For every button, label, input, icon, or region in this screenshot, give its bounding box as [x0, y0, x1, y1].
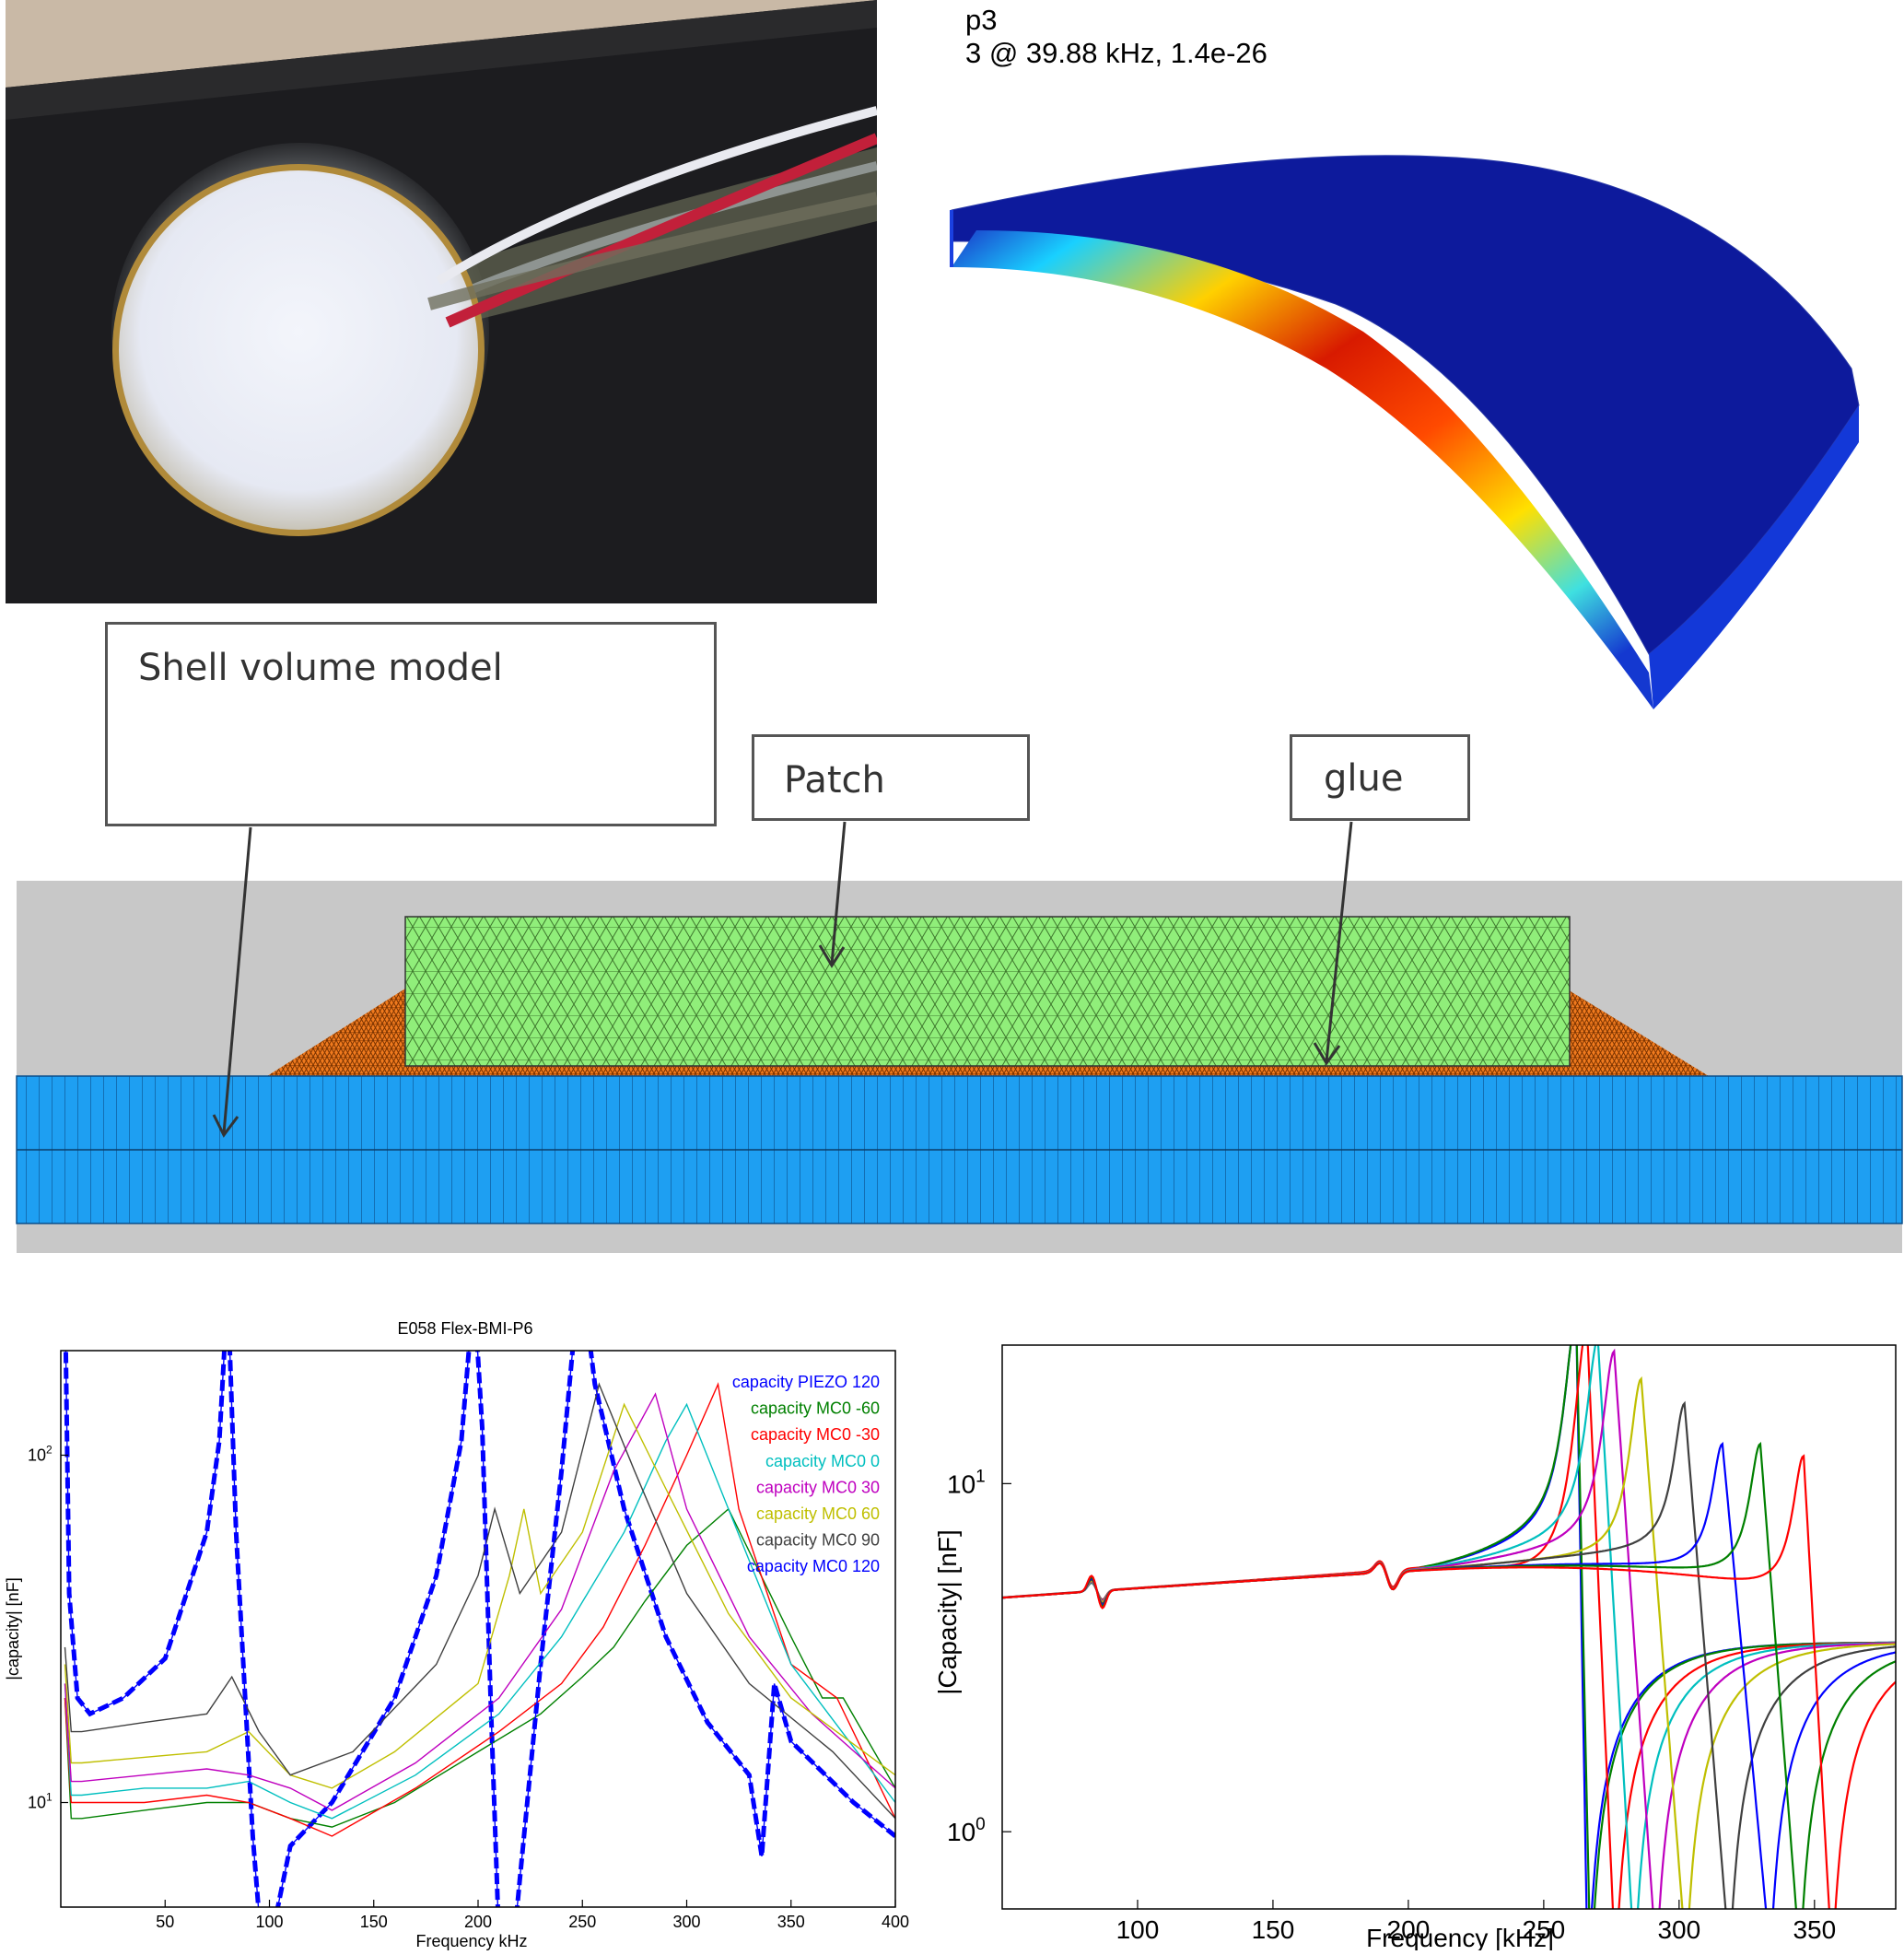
- legend-entry-5: capacity MC0 60: [756, 1504, 880, 1523]
- patch-arrow: [830, 821, 847, 965]
- series-line-left-6: [64, 1382, 895, 1820]
- series-line-left-1: [64, 1507, 895, 1828]
- fem-title-line1: p3: [965, 4, 998, 36]
- chart-left-svg: 50 100 150 200 250 300 350 400 101 102 E058 Flex-…: [4, 1319, 909, 1950]
- photo-drawing: [6, 0, 877, 603]
- cross-section-model: [0, 617, 1904, 1271]
- x-tick-label-left-6: 350: [777, 1913, 805, 1931]
- y-tick-label-right-1: 101: [947, 1467, 986, 1498]
- shell-label-box: [105, 622, 717, 826]
- chart-left-ylabel: |capacity| [nF]: [4, 1577, 22, 1680]
- fem-title-line2: 3 @ 39.88 kHz, 1.4e-26: [965, 37, 1267, 69]
- capacity-chart-right: 100 150 200 250 300 350 100 101 Frequency [kHz]…: [921, 1308, 1904, 1952]
- chart-right-svg: 100 150 200 250 300 350 100 101 Frequency [kHz]…: [933, 1344, 1897, 1952]
- x-tick-label-left-5: 300: [672, 1913, 700, 1931]
- cross-section-drawing: [16, 821, 1903, 1253]
- legend-entry-4: capacity MC0 30: [756, 1478, 880, 1496]
- patch-label: Patch: [784, 759, 885, 802]
- legend-entry-3: capacity MC0 0: [765, 1452, 880, 1470]
- legend-entry-7: capacity MC0 120: [747, 1557, 880, 1575]
- series-line-right-7: [1002, 1442, 1896, 1909]
- chart-right-xlabel: Frequency [kHz]: [1366, 1924, 1554, 1950]
- x-tick-label-right-2: 200: [1387, 1915, 1431, 1944]
- patch-label-box: [752, 734, 1030, 821]
- x-tick-label-right-0: 100: [1116, 1915, 1160, 1944]
- x-tick-label-right-3: 250: [1523, 1915, 1566, 1944]
- shell-arrow: [222, 826, 252, 1134]
- legend-entry-6: capacity MC0 90: [756, 1531, 880, 1550]
- chart-left-title: E058 Flex-BMI-P6: [397, 1319, 532, 1338]
- x-tick-label-right-4: 300: [1657, 1915, 1700, 1944]
- legend-entry-2: capacity MC0 -30: [751, 1425, 880, 1444]
- capacity-chart-left: 50 100 150 200 250 300 350 400 101 102 E058 Flex-…: [0, 1308, 921, 1950]
- series-line-left-3: [64, 1402, 895, 1820]
- fem-shape-drawing: [950, 155, 1860, 709]
- series-line-left-7: [64, 1351, 895, 1907]
- series-line-left-5: [64, 1402, 895, 1789]
- x-tick-label-left-3: 200: [464, 1913, 492, 1931]
- glue-label-box: [1290, 734, 1470, 821]
- x-tick-label-right-1: 150: [1252, 1915, 1295, 1944]
- fem-mode-shape: [921, 0, 1904, 728]
- y-tick-label-right-0: 100: [947, 1815, 986, 1846]
- x-tick-label-left-4: 250: [568, 1913, 596, 1931]
- glue-arrow: [1325, 821, 1353, 1062]
- x-tick-label-left-1: 100: [255, 1913, 283, 1931]
- chart-left-xlabel: Frequency kHz: [415, 1932, 527, 1950]
- x-tick-label-left-0: 50: [156, 1913, 174, 1931]
- glue-label: glue: [1324, 757, 1404, 800]
- legend-entry-1: capacity MC0 -60: [751, 1399, 880, 1418]
- series-line-right-9: [1002, 1454, 1896, 1909]
- x-tick-label-left-7: 400: [882, 1913, 909, 1931]
- legend-entry-0: capacity PIEZO 120: [732, 1373, 880, 1391]
- x-tick-label-right-5: 350: [1793, 1915, 1836, 1944]
- chart-right-ylabel: |Capacity| [nF]: [933, 1529, 962, 1695]
- y-tick-label-left-0: 101: [28, 1791, 53, 1812]
- shell-label: Shell volume model: [138, 647, 503, 689]
- piezo-patch-photo: [6, 0, 877, 603]
- series-line-left-2: [64, 1382, 895, 1837]
- x-tick-label-left-2: 150: [360, 1913, 388, 1931]
- y-tick-label-left-1: 102: [28, 1443, 53, 1464]
- series-line-left-4: [64, 1392, 895, 1811]
